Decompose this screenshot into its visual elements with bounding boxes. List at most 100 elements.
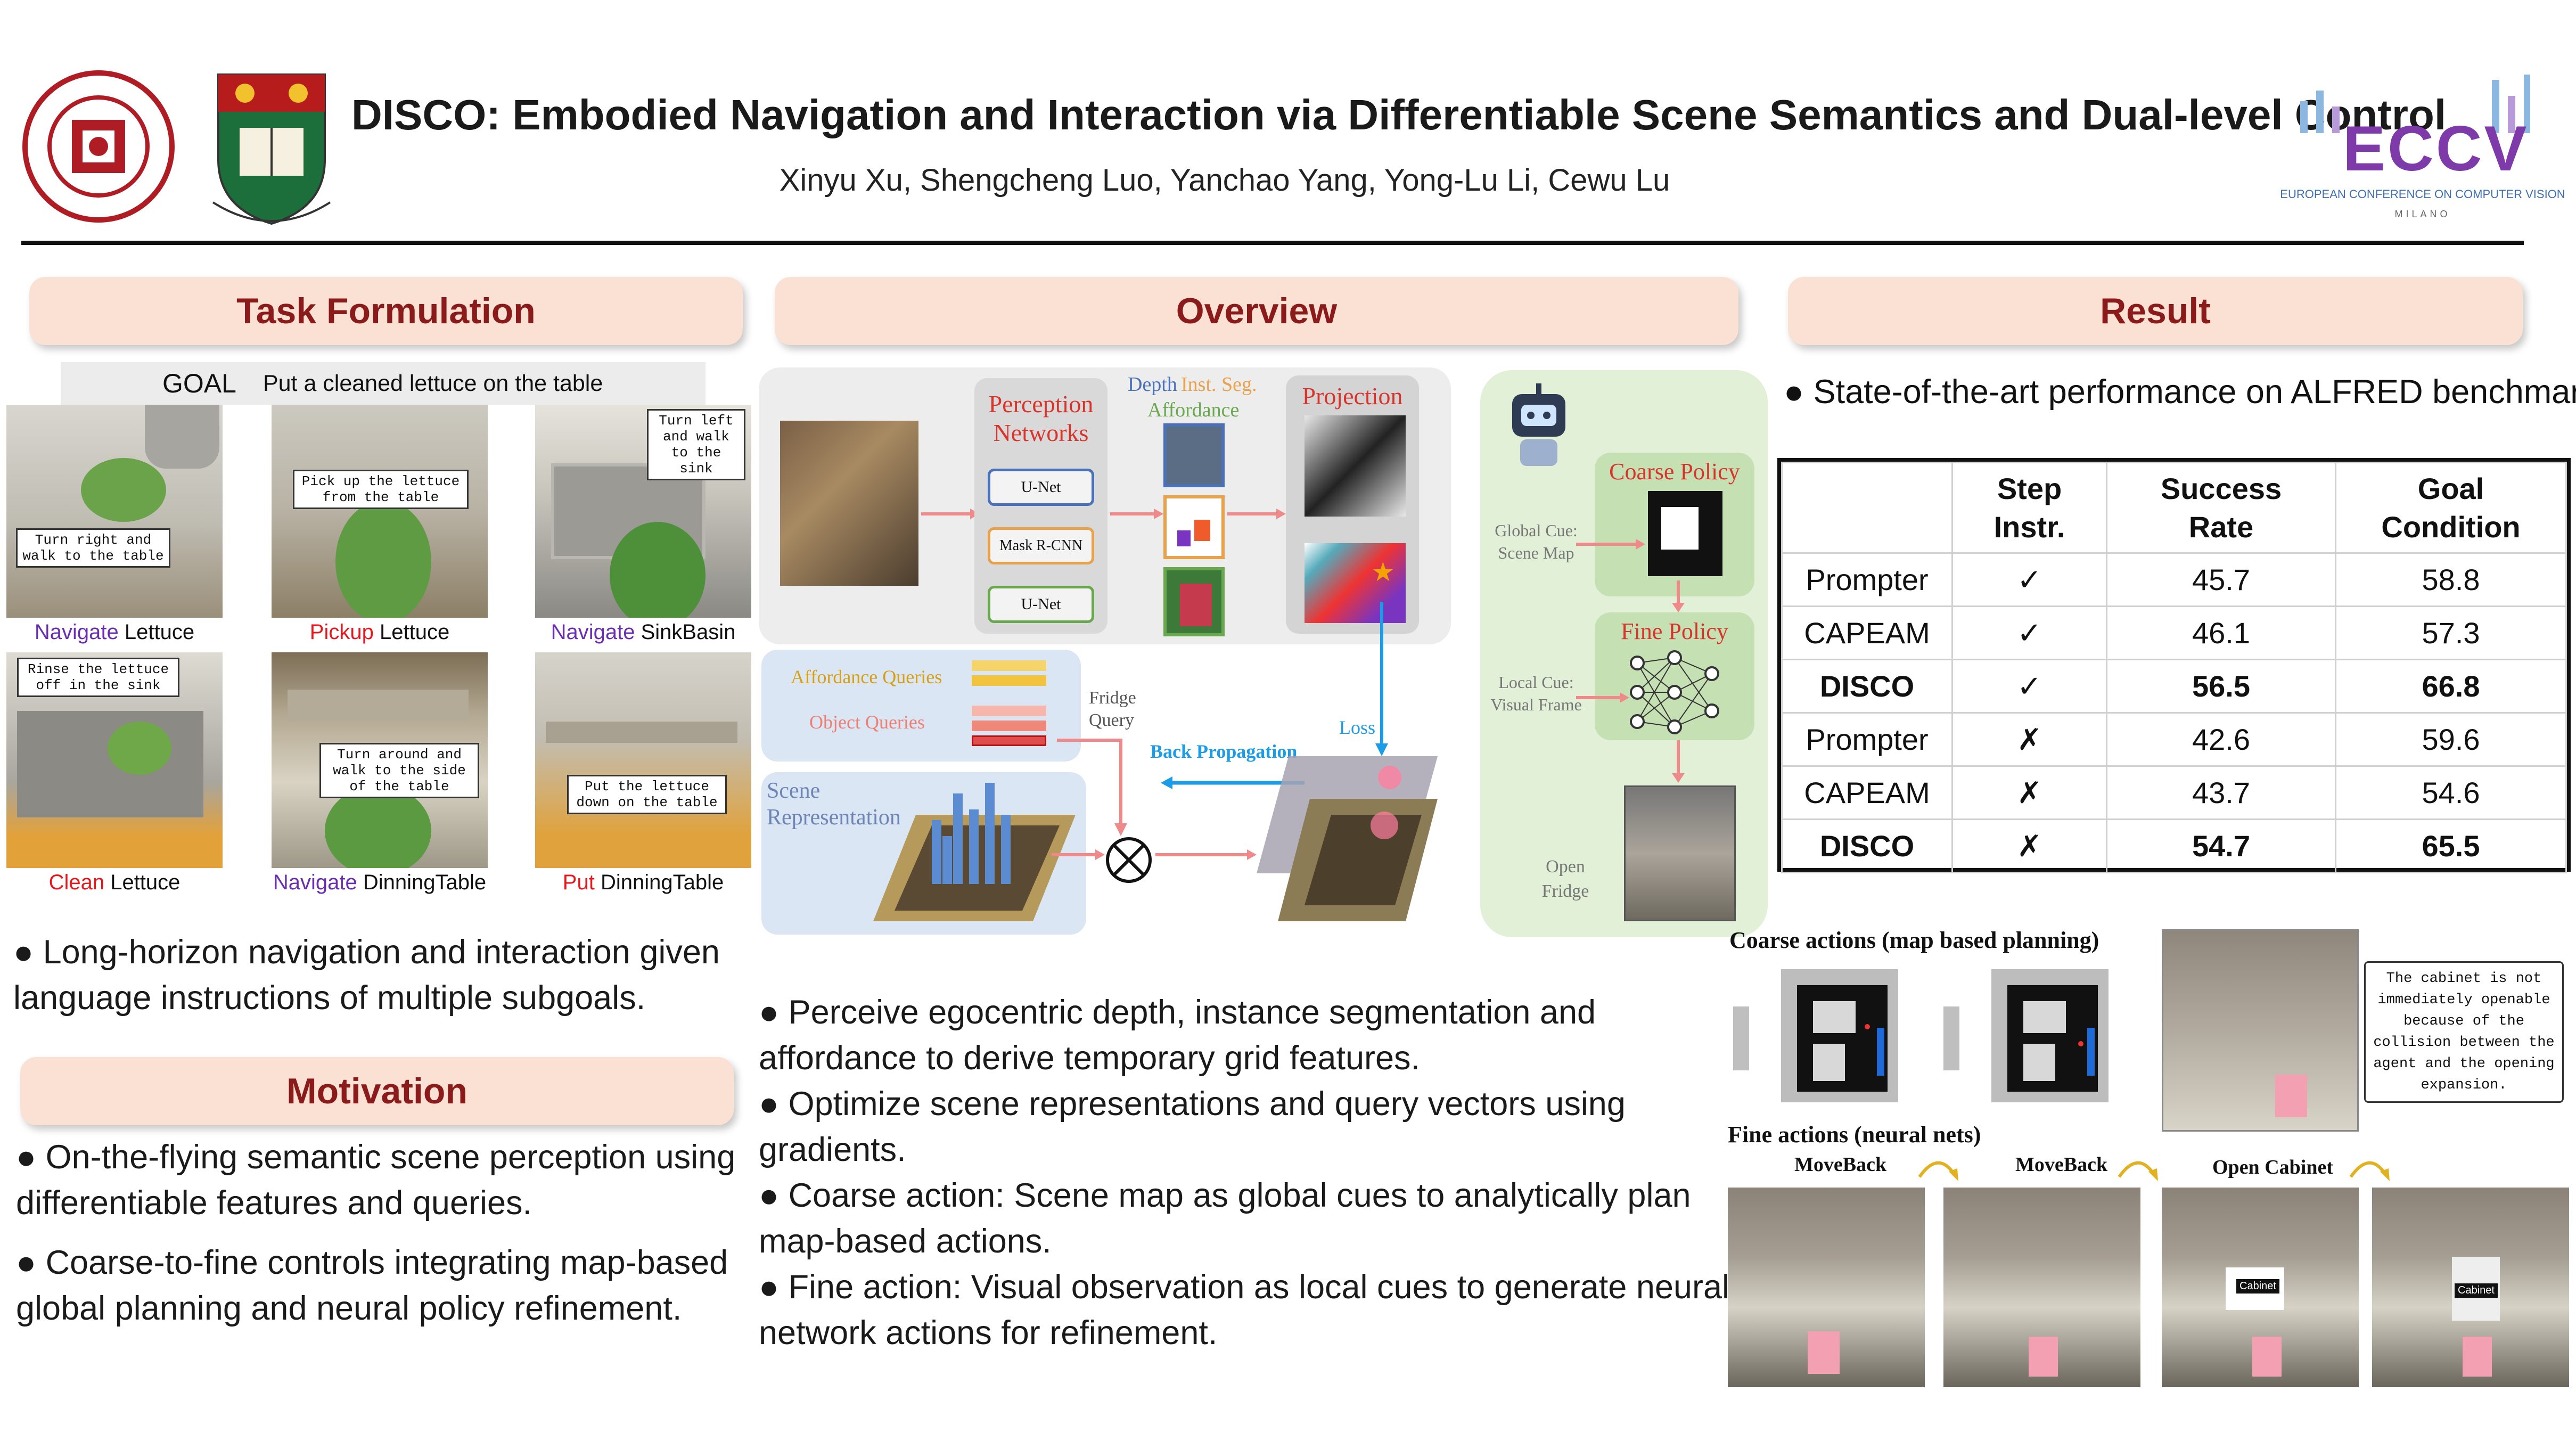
results-table-frame: Step Instr. Success Rate Goal Condition … — [1777, 458, 2571, 873]
net-unet-affordance: U-Net — [988, 586, 1094, 623]
fine-step-label: MoveBack — [1794, 1153, 1887, 1176]
motivation-heading: Motivation — [20, 1057, 734, 1125]
fine-frame-3: Cabinet — [2162, 1188, 2359, 1387]
coarse-policy-box: Coarse Policy — [1595, 453, 1754, 596]
caption-object: Lettuce — [110, 871, 181, 894]
frame-bubble: Rinse the lettuce off in the sink — [17, 658, 179, 697]
overview-bullets: ● Perceive egocentric depth, instance se… — [759, 989, 1738, 1356]
cabinet-tag: Cabinet — [2236, 1279, 2279, 1294]
table-cell-step: ✗ — [1951, 818, 2107, 873]
col-header: Goal Condition — [2335, 462, 2567, 554]
task-bullet: ● Long-horizon navigation and interactio… — [13, 934, 720, 1017]
frame-pickup-lettuce: Pick up the lettuce from the table — [272, 405, 488, 618]
frame-bubble: Pick up the lettuce from the table — [293, 470, 469, 509]
header-divider — [21, 241, 2524, 245]
fine-to-fridge-arrow-icon — [1672, 740, 1685, 783]
coarse-map-before — [1733, 964, 1917, 1108]
frame-caption: Pickup Lettuce — [272, 620, 488, 644]
table-cell-sr: 45.7 — [2106, 552, 2336, 607]
overview-bullet: ● Coarse action: Scene map as global cue… — [759, 1177, 1691, 1260]
table-cell-method: CAPEAM — [1781, 605, 1953, 660]
loss-label: Loss — [1339, 717, 1376, 738]
fridge-frame — [1624, 785, 1736, 921]
depth-map — [1163, 423, 1225, 487]
net-unet-depth: U-Net — [988, 469, 1094, 506]
table-cell-gc: 65.5 — [2335, 818, 2567, 873]
product-icon — [1105, 836, 1153, 884]
caption-object: SinkBasin — [641, 620, 736, 644]
fine-arrow-icon — [2348, 1150, 2391, 1182]
scene-representation-label: Scene Representation — [767, 779, 901, 830]
fridge-query-label: Fridge Query — [1089, 688, 1136, 730]
projection-label: Projection — [1302, 382, 1403, 410]
table-cell-sr: 56.5 — [2106, 659, 2336, 714]
open-fridge-label: Open Fridge — [1541, 857, 1589, 901]
table-cell-step: ✓ — [1951, 552, 2107, 607]
goal-bar: GOAL Put a cleaned lettuce on the table — [61, 362, 705, 405]
arrow-icon — [1110, 509, 1163, 519]
frame-caption: Put DinningTable — [535, 871, 751, 895]
col-header: Success Rate — [2106, 462, 2336, 554]
table-cell-gc: 57.3 — [2335, 605, 2567, 660]
motivation-bullet: ● Coarse-to-fine controls integrating ma… — [16, 1244, 728, 1327]
table-cell-step: ✓ — [1951, 659, 2107, 714]
frame-bubble: Turn around and walk to the side of the … — [319, 743, 479, 798]
table-cell-sr: 42.6 — [2106, 712, 2336, 767]
frame-navigate-lettuce: Turn right and walk to the table — [6, 405, 223, 618]
table-cell-gc: 54.6 — [2335, 765, 2567, 820]
table-cell-gc: 58.8 — [2335, 552, 2567, 607]
caption-object: Lettuce — [379, 620, 450, 644]
fine-frame-1 — [1728, 1188, 1925, 1387]
overview-bullet: ● Optimize scene representations and que… — [759, 1085, 1626, 1168]
caption-object: DinningTable — [363, 871, 487, 894]
fine-policy-box: Fine Policy — [1595, 612, 1754, 740]
caption-action: Clean — [48, 871, 105, 894]
local-cue-arrow-icon — [1576, 692, 1629, 703]
perception-label: Perception Networks — [988, 390, 1094, 446]
fine-arrow-icon — [1917, 1150, 1959, 1182]
fine-step-label: Open Cabinet — [2212, 1156, 2333, 1178]
coarse-actions-label: Coarse actions (map based planning) — [1729, 927, 2099, 953]
cabinet-note: The cabinet is not immediately openable … — [2364, 961, 2564, 1103]
fine-frame-2 — [1943, 1188, 2140, 1387]
table-cell-gc: 59.6 — [2335, 712, 2567, 767]
instseg-label: Inst. Seg. — [1181, 373, 1257, 396]
poster-title: DISCO: Embodied Navigation and Interacti… — [351, 91, 2447, 138]
hku-logo — [208, 69, 335, 229]
affordance-label: Affordance — [1147, 399, 1240, 421]
caption-action: Navigate — [273, 871, 357, 894]
scene-grid-visual — [873, 783, 1081, 927]
frame-navigate-dinningtable: Turn around and walk to the side of the … — [272, 652, 488, 868]
depth-label: Depth — [1128, 373, 1177, 396]
result-heading: Result — [1788, 277, 2523, 345]
global-cue-label: Global Cue: Scene Map — [1495, 521, 1578, 562]
results-table: Step Instr. Success Rate Goal Condition … — [1781, 462, 2567, 873]
author-list: Xinyu Xu, Shengcheng Luo, Yanchao Yang, … — [779, 163, 1670, 198]
table-cell-method: DISCO — [1781, 659, 1953, 714]
table-cell-method: CAPEAM — [1781, 765, 1953, 820]
table-cell-gc: 66.8 — [2335, 659, 2567, 714]
result-bullet: ● State-of-the-art performance on ALFRED… — [1784, 373, 2576, 411]
fine-step-label: MoveBack — [2015, 1153, 2108, 1176]
projected-map-visual — [1251, 751, 1443, 927]
overview-bullet: ● Perceive egocentric depth, instance se… — [759, 994, 1596, 1077]
frame-clean-lettuce: Rinse the lettuce off in the sink — [6, 652, 223, 868]
fine-arrow-icon — [2116, 1150, 2159, 1182]
frame-caption: Navigate Lettuce — [6, 620, 223, 644]
product-to-map-arrow-icon — [1155, 849, 1257, 860]
global-cue-arrow-icon — [1576, 539, 1645, 550]
col-header — [1781, 462, 1953, 554]
overview-heading: Overview — [775, 277, 1738, 345]
robot-icon — [1499, 378, 1579, 474]
caption-action: Put — [562, 871, 595, 894]
frame-bubble: Turn right and walk to the table — [16, 528, 170, 568]
task-formulation-heading: Task Formulation — [29, 277, 743, 345]
table-cell-sr: 46.1 — [2106, 605, 2336, 660]
arrow-icon — [921, 509, 980, 519]
coarse-to-fine-arrow-icon — [1672, 580, 1685, 612]
frame-put-dinningtable: Put the lettuce down on the table — [535, 652, 751, 868]
coarse-policy-label: Coarse Policy — [1609, 459, 1740, 485]
